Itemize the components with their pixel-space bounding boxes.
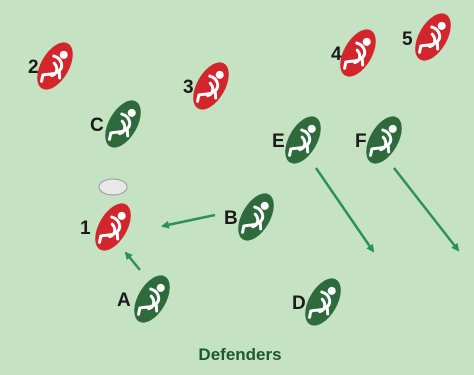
player-label-B: B	[224, 208, 238, 229]
player-E-defender: E	[272, 108, 330, 172]
player-C-defender: C	[90, 92, 150, 156]
movement-arrows	[124, 167, 460, 271]
player-A-defender: A	[117, 267, 179, 331]
player-4-attacker: 4	[331, 21, 385, 85]
player-1-attacker: 1	[80, 195, 140, 259]
player-D-defender: D	[292, 270, 350, 334]
arrow-A-to-1-run	[124, 251, 141, 271]
player-label-A: A	[117, 290, 131, 311]
player-label-2: 2	[28, 57, 39, 78]
player-label-4: 4	[331, 44, 342, 65]
players-layer: 2 3 4 5 1 C E F B A D	[28, 5, 460, 334]
arrow-B-to-1-pass	[161, 213, 216, 229]
rugby-ball-icon	[98, 178, 128, 196]
player-label-F: F	[355, 131, 367, 152]
arrow-F-run	[393, 167, 460, 252]
player-label-1: 1	[80, 218, 91, 239]
player-3-attacker: 3	[183, 54, 238, 118]
player-label-C: C	[90, 115, 104, 136]
player-F-defender: F	[355, 108, 411, 172]
player-label-5: 5	[402, 29, 413, 50]
arrow-E-run	[314, 167, 375, 253]
player-2-attacker: 2	[28, 34, 82, 98]
player-B-defender: B	[224, 185, 283, 249]
player-label-E: E	[272, 131, 285, 152]
caption-defenders: Defenders	[198, 345, 281, 364]
player-5-attacker: 5	[402, 5, 460, 69]
player-label-D: D	[292, 293, 306, 314]
player-label-3: 3	[183, 77, 194, 98]
